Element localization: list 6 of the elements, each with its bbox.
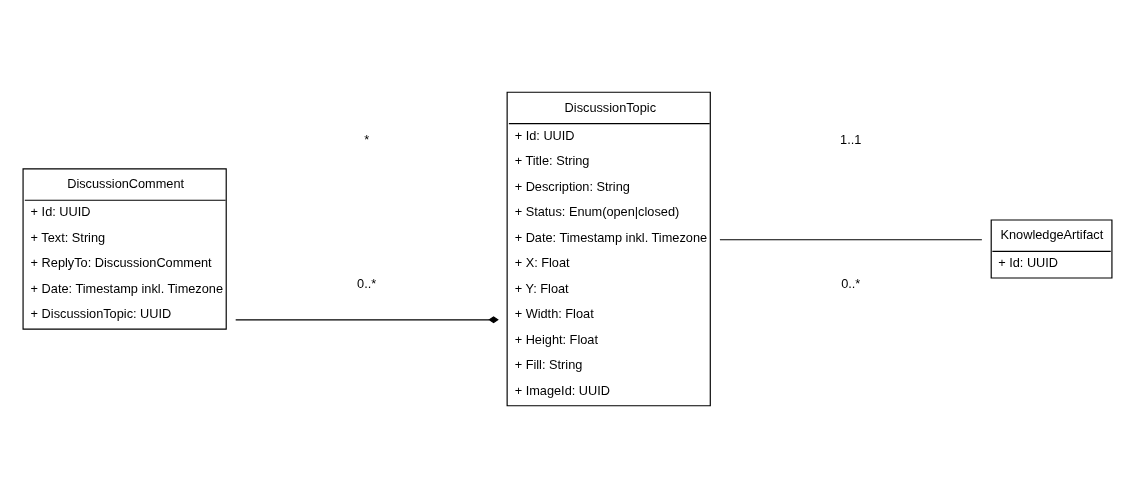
label: 0..*	[357, 275, 377, 291]
label: 1..1	[840, 131, 862, 147]
label: *	[364, 131, 370, 147]
connector	[235, 315, 499, 323]
label: 0..*	[841, 275, 861, 291]
connector	[719, 238, 983, 240]
